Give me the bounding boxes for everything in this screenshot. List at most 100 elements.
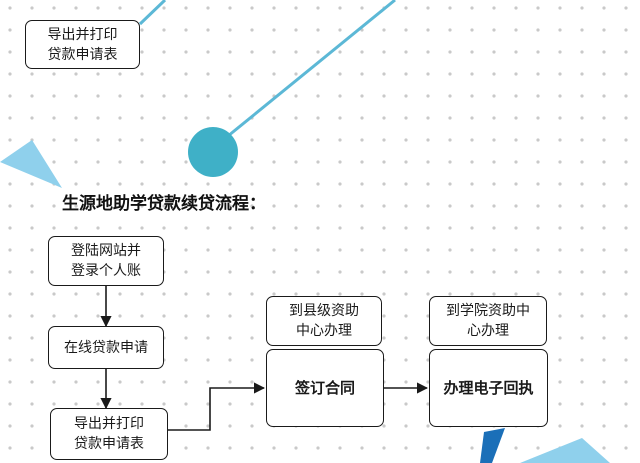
grid-dot [184,248,188,252]
export-print-line2: 贷款申请表 [74,436,144,452]
grid-dot [558,50,562,54]
grid-dot [382,446,386,450]
grid-dot [470,28,474,32]
grid-dot [426,314,430,318]
grid-dot [338,28,342,32]
grid-dot [118,314,122,318]
grid-dot [30,204,34,208]
grid-dot [206,358,210,362]
grid-dot [514,116,518,120]
grid-dot [382,160,386,164]
grid-dot [162,314,166,318]
grid-dot [536,204,540,208]
grid-dot [536,182,540,186]
sign-contract-label: 签订合同 [294,379,355,397]
grid-dot [118,94,122,98]
grid-dot [558,226,562,230]
grid-dot [558,380,562,384]
grid-dot [272,270,276,274]
grid-dot [294,72,298,76]
grid-dot [52,138,56,142]
e-receipt-label: 办理电子回执 [443,379,534,397]
grid-dot [404,424,408,428]
grid-dot [580,314,584,318]
grid-dot [118,160,122,164]
grid-dot [382,116,386,120]
grid-dot [206,314,210,318]
e-receipt-box: 办理电子回执 [429,349,548,427]
grid-dot [602,138,606,142]
grid-dot [624,72,628,76]
sign-contract-box: 签订合同 [266,349,384,427]
grid-dot [514,270,518,274]
grid-dot [470,160,474,164]
apply-online-label: 在线贷款申请 [64,339,148,356]
grid-dot [316,270,320,274]
grid-dot [118,292,122,296]
grid-dot [228,182,232,186]
grid-dot [426,270,430,274]
grid-dot [228,446,232,450]
grid-dot [492,226,496,230]
grid-dot [470,204,474,208]
grid-dot [558,292,562,296]
grid-dot [404,226,408,230]
grid-dot [492,138,496,142]
grid-dot [162,182,166,186]
grid-dot [140,72,144,76]
grid-dot [470,72,474,76]
grid-dot [492,292,496,296]
login-box: 登陆网站并 登录个人账 [48,236,164,286]
school-center-line1: 到学院资助中 [446,303,530,319]
grid-dot [74,138,78,142]
grid-dot [140,226,144,230]
grid-dot [492,116,496,120]
grid-dot [272,116,276,120]
login-line1: 登陆网站并 [71,243,141,259]
grid-dot [96,94,100,98]
grid-dot [514,138,518,142]
grid-dot [140,182,144,186]
grid-dot [250,402,254,406]
grid-dot [514,50,518,54]
grid-dot [8,138,12,142]
grid-dot [272,160,276,164]
grid-dot [8,446,12,450]
grid-dot [426,336,430,340]
grid-dot [8,336,12,340]
grid-dot [294,116,298,120]
grid-dot [602,94,606,98]
grid-dot [470,270,474,274]
grid-dot [624,6,628,10]
grid-dot [30,314,34,318]
grid-dot [250,424,254,428]
grid-dot [382,226,386,230]
grid-dot [52,226,56,230]
grid-dot [404,380,408,384]
grid-dot [8,28,12,32]
grid-dot [206,270,210,274]
grid-dot [8,6,12,10]
grid-dot [228,358,232,362]
grid-dot [74,160,78,164]
grid-dot [338,182,342,186]
grid-dot [602,116,606,120]
grid-dot [8,270,12,274]
grid-dot [228,94,232,98]
grid-dot [8,182,12,186]
grid-dot [426,446,430,450]
grid-dot [360,204,364,208]
grid-dot [448,248,452,252]
grid-dot [558,182,562,186]
grid-dot [8,248,12,252]
grid-dot [404,402,408,406]
grid-dot [294,248,298,252]
grid-dot [448,292,452,296]
grid-dot [184,358,188,362]
grid-dot [360,160,364,164]
grid-dot [470,248,474,252]
grid-dot [382,248,386,252]
grid-dot [514,160,518,164]
grid-dot [514,72,518,76]
grid-dot [382,94,386,98]
